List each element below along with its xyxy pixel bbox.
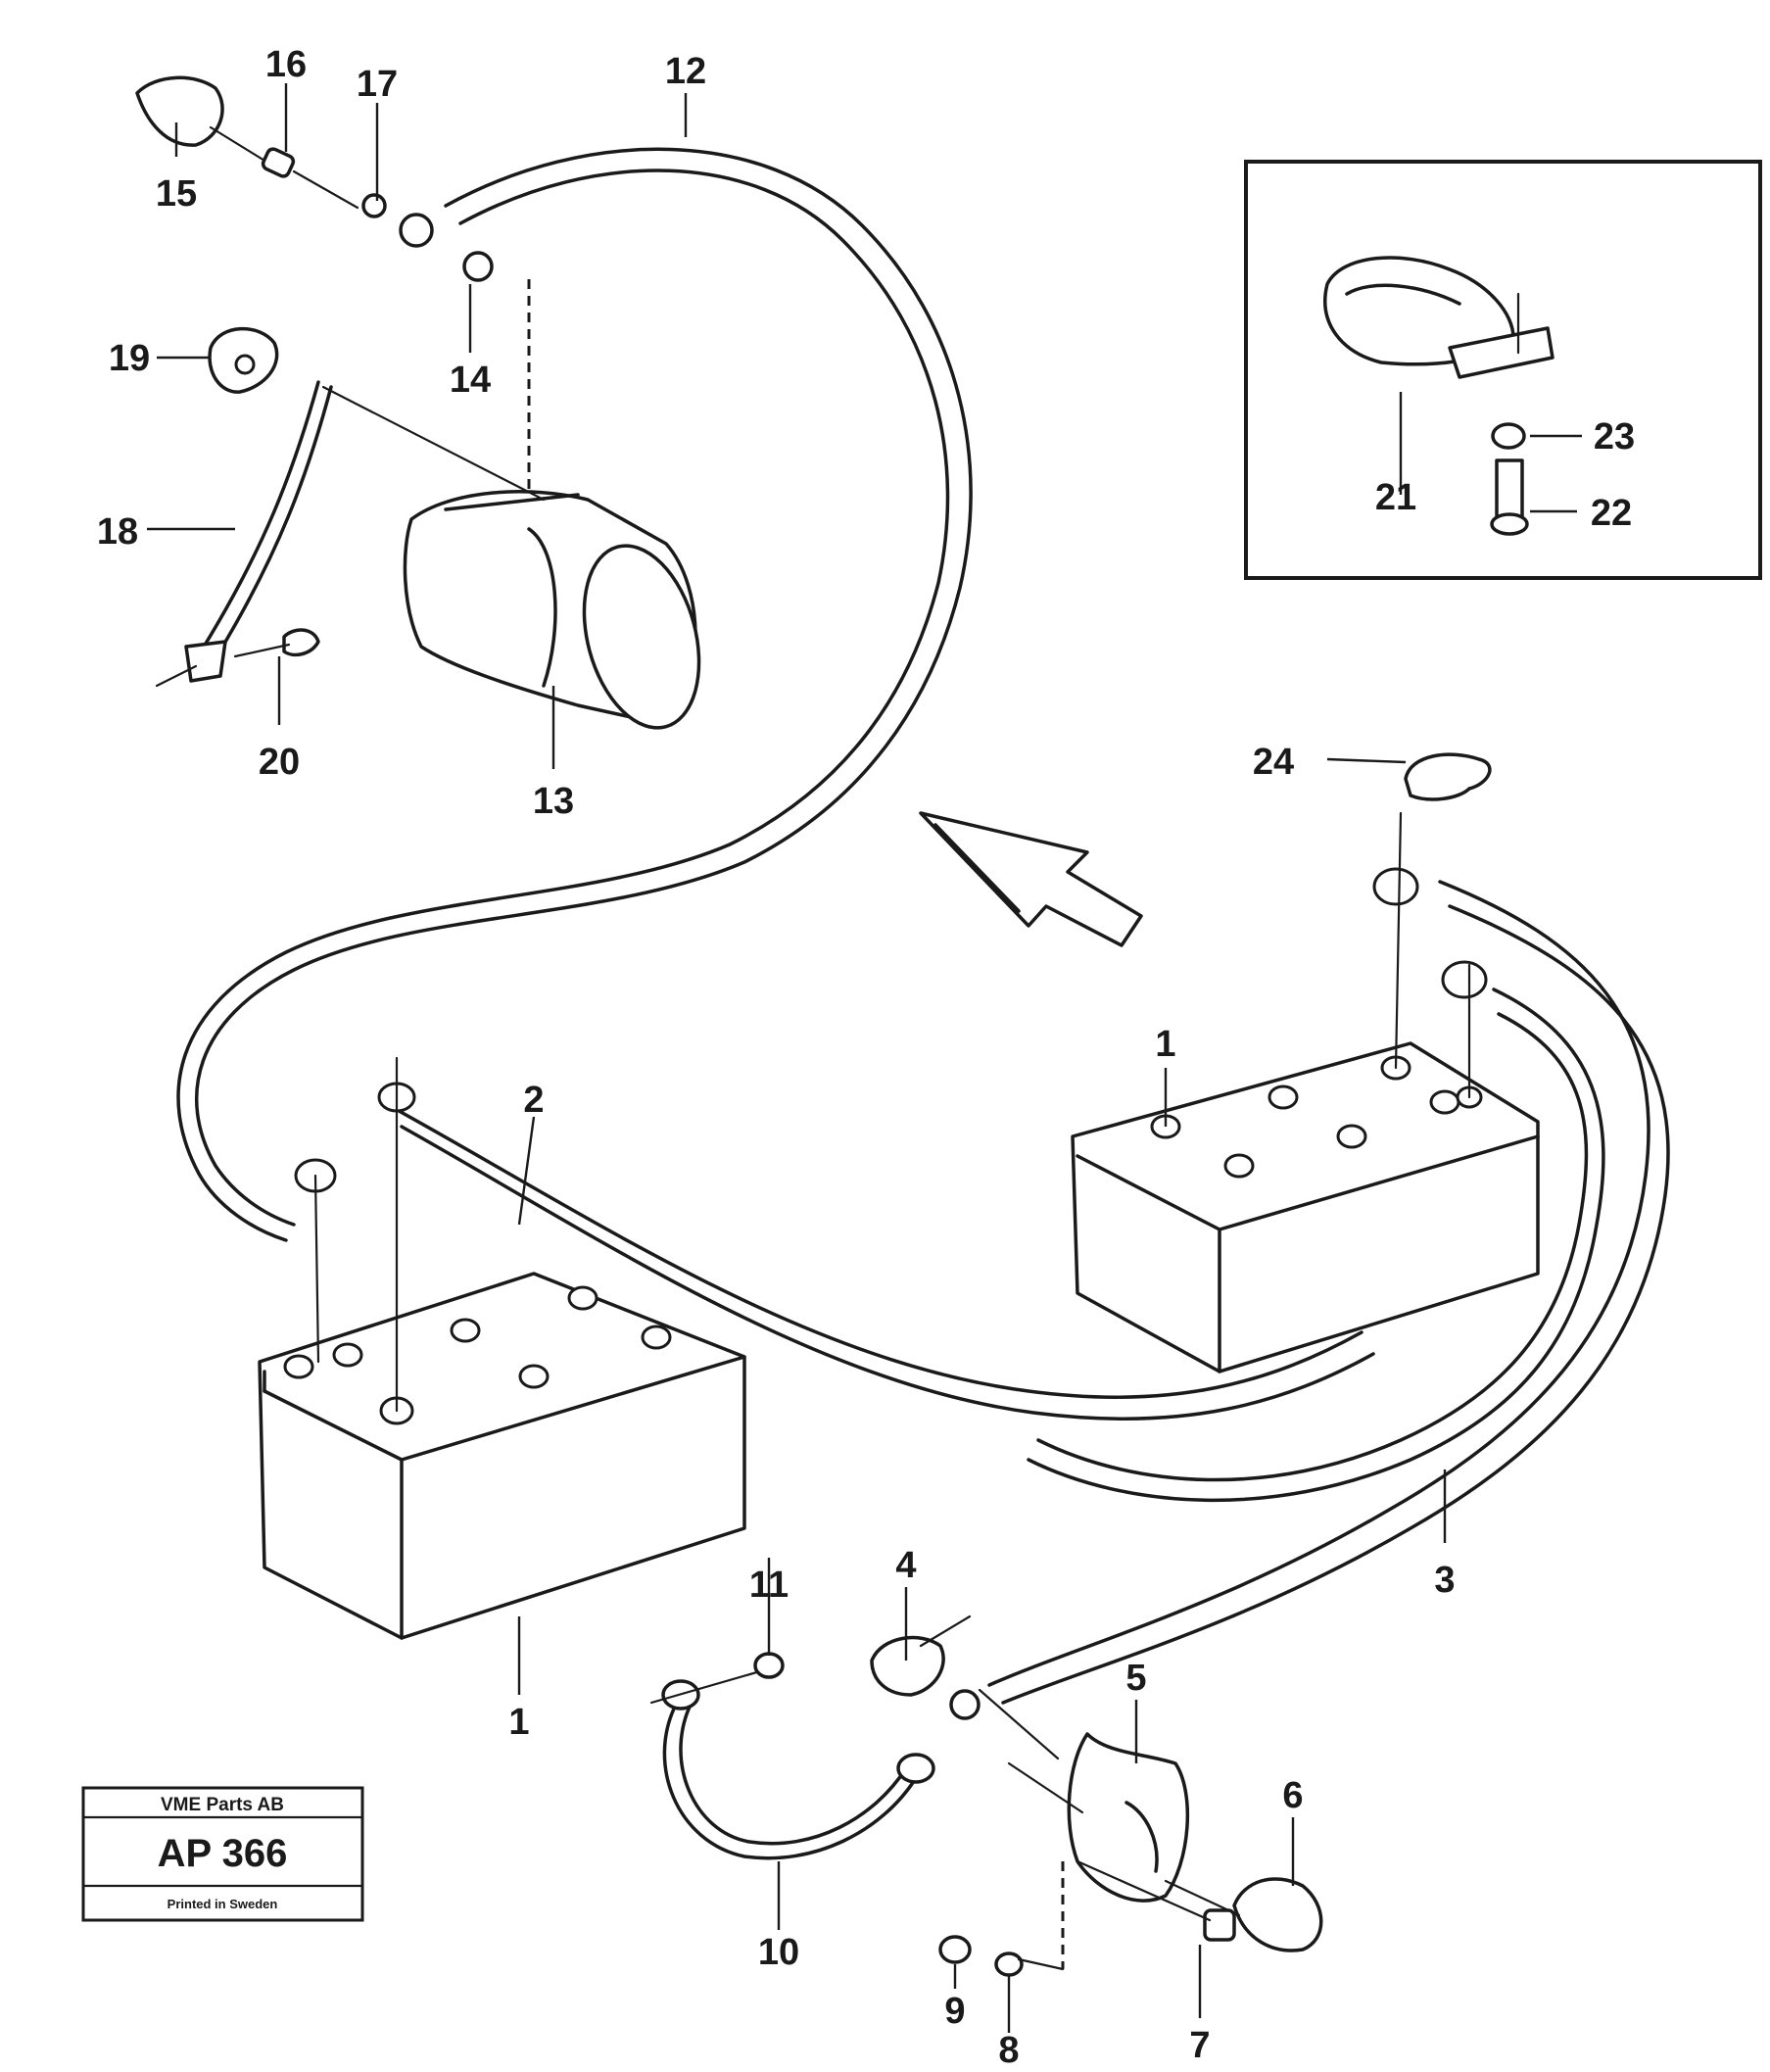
label-5: 5 [1125,1658,1146,1699]
label-21: 21 [1375,477,1416,518]
label-3: 3 [1434,1560,1455,1601]
short-cable [155,326,333,688]
label-4: 4 [895,1545,916,1586]
label-14: 14 [450,360,491,401]
label-24: 24 [1253,742,1294,783]
label-19: 19 [109,338,150,379]
parts-stamp: VME Parts AB AP 366 Printed in Sweden [81,1786,364,1922]
ground-cable [649,1614,981,1860]
label-18: 18 [97,511,138,553]
battery-switch [938,1688,1323,1977]
label-12: 12 [665,51,706,92]
battery-left [258,1272,746,1640]
direction-arrow [919,811,1143,947]
part-labels: 12 16 17 15 14 19 18 20 13 24 1 2 3 1 4 … [97,44,1635,2071]
label-23: 23 [1594,416,1635,458]
stamp-code: AP 366 [158,1832,288,1875]
label-11: 11 [749,1565,789,1606]
label-15: 15 [156,173,197,215]
label-13: 13 [533,781,574,822]
leader-lines [147,83,1582,2033]
label-2: 2 [523,1080,544,1121]
label-1-left: 1 [508,1702,529,1743]
label-10: 10 [758,1932,799,1973]
label-17: 17 [357,64,398,105]
label-16: 16 [265,44,307,85]
inset-detail-box [1244,160,1762,580]
label-6: 6 [1282,1775,1303,1816]
battery-right [1071,1041,1540,1373]
starter-terminal-parts [135,75,494,282]
switch-cable [987,880,1670,1705]
label-22: 22 [1591,493,1632,534]
label-20: 20 [259,742,300,783]
terminal-cover [1404,752,1492,801]
starter-motor [321,279,701,730]
label-1-right: 1 [1155,1024,1175,1065]
battery-link-cable [390,1105,1375,1421]
stamp-company: VME Parts AB [161,1795,284,1815]
label-7: 7 [1189,2025,1210,2066]
label-8: 8 [998,2030,1019,2071]
label-9: 9 [944,1991,965,2032]
stamp-note: Printed in Sweden [167,1897,278,1911]
terminal-clamps [294,811,1488,1413]
main-cable [176,147,973,1242]
